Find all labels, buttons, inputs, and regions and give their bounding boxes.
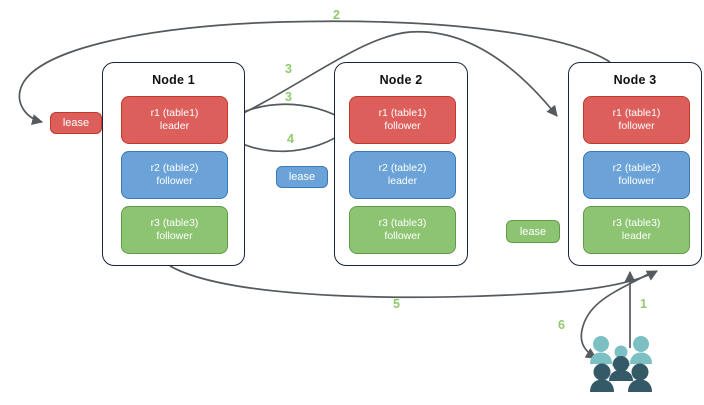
lease-chip-red[interactable]: lease bbox=[50, 112, 102, 134]
replica-n1r3[interactable]: r3 (table3) follower bbox=[121, 206, 228, 254]
replica-line1: r1 (table1) bbox=[378, 107, 427, 119]
replica-line2: leader bbox=[387, 175, 418, 187]
lease-chip-green[interactable]: lease bbox=[506, 220, 560, 243]
edge-label-5: 5 bbox=[393, 297, 400, 311]
users-icon bbox=[590, 336, 652, 392]
node-title: Node 3 bbox=[613, 73, 657, 87]
replica-line1: r2 (table2) bbox=[378, 162, 427, 174]
replica-n1r2[interactable]: r2 (table2) follower bbox=[121, 151, 228, 199]
replica-line2: follower bbox=[618, 175, 655, 187]
edge-label-3-upper: 3 bbox=[285, 62, 292, 76]
node-box-node1[interactable]: Node 1 r1 (table1) leader r2 (table2) fo… bbox=[102, 62, 245, 266]
edge-5-path bbox=[169, 265, 658, 299]
replica-n3r3[interactable]: r3 (table3) leader bbox=[583, 206, 690, 254]
replica-line2: follower bbox=[384, 230, 421, 242]
replica-line1: r3 (table3) bbox=[150, 217, 199, 229]
edge-label-1: 1 bbox=[640, 297, 647, 311]
edge-label-4: 4 bbox=[287, 132, 294, 146]
edge-label-2: 2 bbox=[333, 8, 340, 22]
edge-label-6: 6 bbox=[558, 318, 565, 332]
replica-line1: r3 (table3) bbox=[378, 217, 427, 229]
replica-line2: leader bbox=[621, 230, 652, 242]
replica-line2: follower bbox=[156, 175, 193, 187]
replica-line1: r3 (table3) bbox=[612, 217, 661, 229]
replica-line1: r1 (table1) bbox=[150, 107, 199, 119]
replica-line1: r1 (table1) bbox=[612, 107, 661, 119]
replica-line2: follower bbox=[384, 120, 421, 132]
replica-n2r2[interactable]: r2 (table2) leader bbox=[349, 151, 456, 199]
node-box-node3[interactable]: Node 3 r1 (table1) follower r2 (table2) … bbox=[568, 62, 702, 266]
replica-line2: follower bbox=[618, 120, 655, 132]
node-box-node2[interactable]: Node 2 r1 (table1) follower r2 (table2) … bbox=[334, 62, 468, 266]
replica-n3r1[interactable]: r1 (table1) follower bbox=[583, 96, 690, 144]
replica-n2r1[interactable]: r1 (table1) follower bbox=[349, 96, 456, 144]
replica-n3r2[interactable]: r2 (table2) follower bbox=[583, 151, 690, 199]
replica-line2: follower bbox=[156, 230, 193, 242]
replica-line1: r2 (table2) bbox=[612, 162, 661, 174]
replica-line2: leader bbox=[159, 120, 190, 132]
lease-chip-blue[interactable]: lease bbox=[276, 166, 328, 188]
node-title: Node 2 bbox=[379, 73, 423, 87]
node-title: Node 1 bbox=[152, 73, 195, 87]
replica-n1r1[interactable]: r1 (table1) leader bbox=[121, 96, 228, 144]
replica-n2r3[interactable]: r3 (table3) follower bbox=[349, 206, 456, 254]
edge-label-3-lower: 3 bbox=[285, 90, 292, 104]
replica-line1: r2 (table2) bbox=[150, 162, 199, 174]
